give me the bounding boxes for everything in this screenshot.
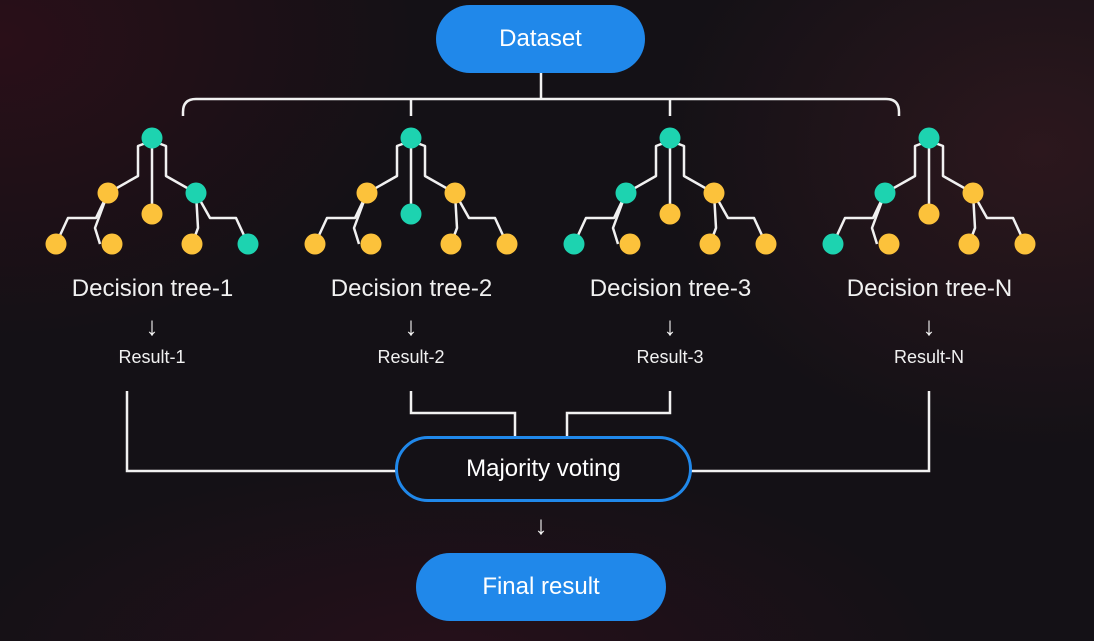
- tree-node-lr: [878, 233, 900, 255]
- tree-node-lr: [360, 233, 382, 255]
- tree-label-2: Decision tree-2: [330, 275, 493, 302]
- tree-node-middle: [659, 203, 681, 225]
- tree-node-root: [141, 127, 163, 149]
- dataset-node: Dataset: [436, 5, 645, 73]
- final-result-node: Final result: [416, 553, 666, 621]
- majority-voting-label: Majority voting: [466, 455, 621, 482]
- tree-node-rl: [958, 233, 980, 255]
- arrow-down-icon: ↓: [145, 311, 159, 341]
- tree-node-rl: [440, 233, 462, 255]
- tree-node-ll: [822, 233, 844, 255]
- tree-node-root: [400, 127, 422, 149]
- tree-edge-edge-root-left: [625, 141, 665, 195]
- tree-node-ll: [304, 233, 326, 255]
- arrow-down-icon: ↓: [534, 510, 548, 540]
- result-3-connector: [565, 391, 672, 437]
- tree-edge-edge-left-lr: [352, 192, 369, 245]
- tree-node-middle: [141, 203, 163, 225]
- tree-node-rr: [1014, 233, 1036, 255]
- majority-voting-node: Majority voting: [395, 436, 692, 502]
- tree-node-rl: [699, 233, 721, 255]
- tree-edge-edge-right-rr: [194, 192, 250, 245]
- arrow-down-icon: ↓: [663, 311, 677, 341]
- result-2-connector: [409, 391, 517, 437]
- arrow-down-icon: ↓: [922, 311, 936, 341]
- tree-edge-edge-right-rr: [712, 192, 768, 245]
- tree-node-middle: [918, 203, 940, 225]
- tree-node-root: [659, 127, 681, 149]
- tree-label-n: Decision tree-N: [846, 275, 1013, 302]
- tree-node-right: [444, 182, 466, 204]
- tree-edge-edge-left-ll: [54, 192, 110, 245]
- tree-edge-edge-right-rr: [453, 192, 509, 245]
- final-result-label: Final result: [482, 573, 600, 600]
- tree-node-right: [703, 182, 725, 204]
- result-n-connector: [689, 391, 931, 473]
- tree-edge-edge-root-left: [884, 141, 924, 195]
- tree-node-rr: [496, 233, 518, 255]
- tree-edge-edge-root-right: [675, 141, 715, 195]
- tree-edge-edge-left-ll: [572, 192, 628, 245]
- tree-edge-edge-right-rr: [971, 192, 1027, 245]
- tree-edge-edge-root-right: [934, 141, 974, 195]
- tree-node-left: [874, 182, 896, 204]
- tree-edge-edge-root-left: [107, 141, 147, 195]
- tree-node-ll: [563, 233, 585, 255]
- tree-node-rr: [755, 233, 777, 255]
- result-1-connector: [125, 391, 398, 473]
- result-label-2: Result-2: [377, 347, 445, 367]
- tree-node-rl: [181, 233, 203, 255]
- tree-edge-edge-left-lr: [611, 192, 628, 245]
- tree-node-root: [918, 127, 940, 149]
- result-label-1: Result-1: [118, 347, 186, 367]
- tree-edge-edge-root-right: [157, 141, 197, 195]
- tree-label-1: Decision tree-1: [71, 275, 234, 302]
- tree-node-right: [185, 182, 207, 204]
- tree-edge-edge-left-lr: [870, 192, 887, 245]
- tree-edge-edge-left-ll: [831, 192, 887, 245]
- decision-tree-2: [304, 127, 518, 255]
- tree-node-right: [962, 182, 984, 204]
- tree-edge-edge-root-left: [366, 141, 406, 195]
- dataset-label: Dataset: [499, 25, 582, 52]
- tree-edge-edge-left-ll: [313, 192, 369, 245]
- decision-tree-4: [822, 127, 1036, 255]
- tree-label-3: Decision tree-3: [589, 275, 752, 302]
- tree-node-left: [97, 182, 119, 204]
- tree-node-left: [615, 182, 637, 204]
- result-label-3: Result-3: [636, 347, 704, 367]
- tree-node-left: [356, 182, 378, 204]
- dataset-bracket: [181, 97, 901, 116]
- tree-node-lr: [619, 233, 641, 255]
- tree-edge-edge-left-lr: [93, 192, 110, 245]
- result-label-n: Result-N: [893, 347, 964, 367]
- arrow-down-icon: ↓: [404, 311, 418, 341]
- tree-node-rr: [237, 233, 259, 255]
- tree-node-ll: [45, 233, 67, 255]
- tree-edge-edge-root-right: [416, 141, 456, 195]
- tree-node-lr: [101, 233, 123, 255]
- decision-tree-3: [563, 127, 777, 255]
- tree-node-middle: [400, 203, 422, 225]
- decision-tree-1: [45, 127, 259, 255]
